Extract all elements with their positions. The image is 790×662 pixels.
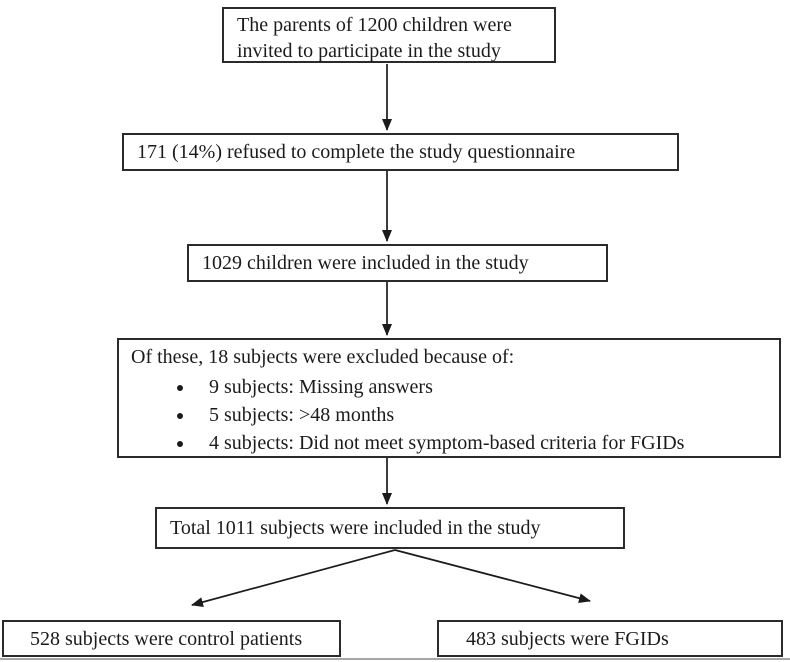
flow-box-excluded: Of these, 18 subjects were excluded beca… [117, 338, 781, 458]
flow-box-refused: 171 (14%) refused to complete the study … [122, 133, 679, 171]
flow-box-included-text: 1029 children were included in the study [202, 252, 529, 274]
excluded-reasons-list: 9 subjects: Missing answers 5 subjects: … [131, 373, 771, 457]
flow-box-total: Total 1011 subjects were included in the… [155, 507, 625, 549]
flow-box-included: 1029 children were included in the study [187, 244, 608, 282]
figure-bottom-rule [0, 658, 790, 660]
flow-box-invited-text: The parents of 1200 children were invite… [237, 14, 512, 62]
flow-box-control: 528 subjects were control patients [2, 620, 341, 657]
excluded-reason-item: 9 subjects: Missing answers [195, 373, 771, 401]
arrow-total-to-fgids [394, 549, 591, 604]
excluded-reason-item: 5 subjects: >48 months [195, 401, 771, 429]
flow-box-fgids: 483 subjects were FGIDs [437, 620, 783, 657]
flow-box-control-text: 528 subjects were control patients [30, 627, 303, 650]
flow-box-invited: The parents of 1200 children were invite… [222, 7, 556, 63]
flow-box-excluded-title: Of these, 18 subjects were excluded beca… [131, 346, 515, 368]
flow-box-fgids-text: 483 subjects were FGIDs [466, 627, 669, 650]
excluded-reason-item: 4 subjects: Did not meet symptom-based c… [195, 429, 771, 457]
flow-box-refused-text: 171 (14%) refused to complete the study … [137, 141, 576, 163]
arrow-total-to-control [191, 549, 396, 607]
flow-box-total-text: Total 1011 subjects were included in the… [170, 517, 541, 539]
